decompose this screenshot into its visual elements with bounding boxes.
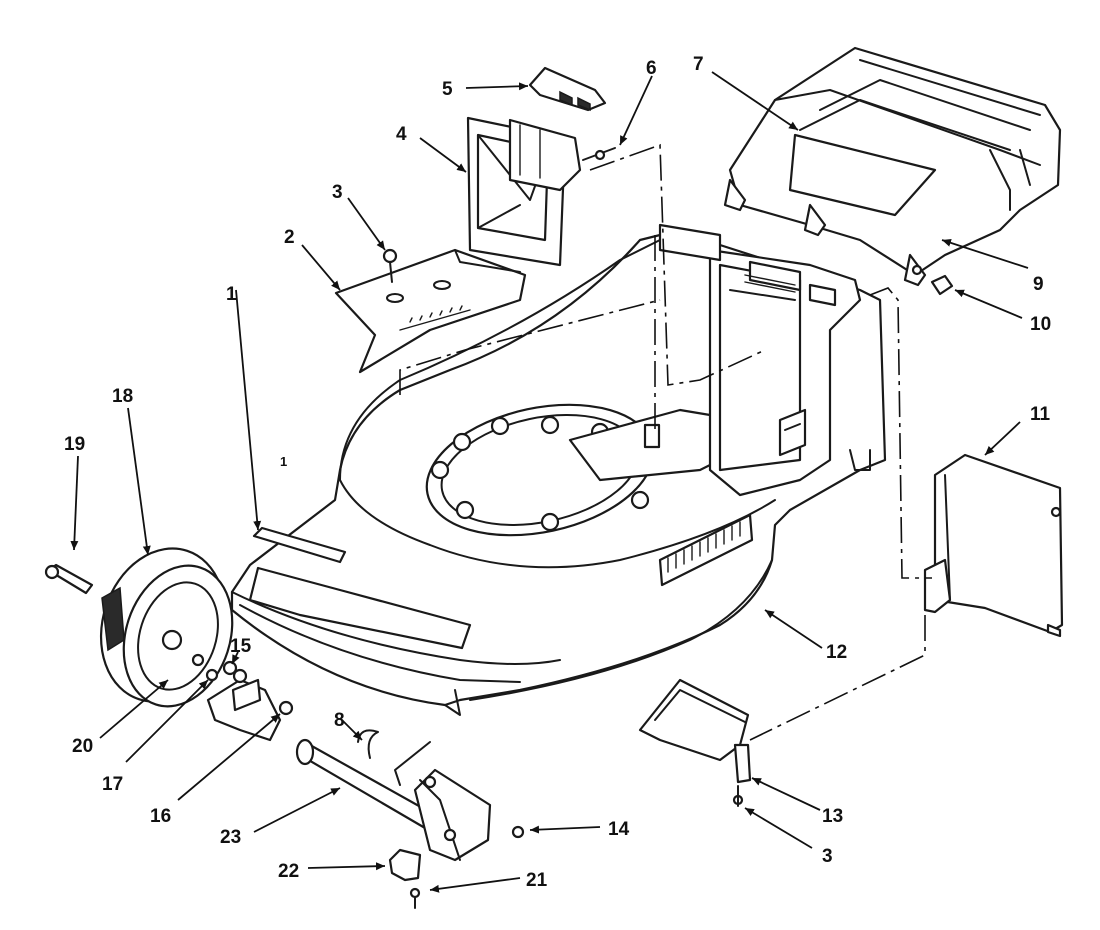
hook-rod: [394, 741, 431, 786]
callout-13: 13: [822, 806, 843, 827]
part-14-nut: [511, 825, 525, 839]
callout-15: 15: [230, 636, 252, 657]
callout-leaders: [70, 71, 1029, 893]
part-15-spacer: [222, 660, 248, 684]
callout-7: 7: [693, 54, 704, 75]
part-3-screw-bottom: [732, 785, 744, 807]
mounting-bosses: [430, 415, 650, 532]
part-19-bolt: [44, 563, 94, 595]
part-22-latch: [388, 848, 422, 882]
callout-8: 8: [334, 710, 345, 731]
callout-19: 19: [64, 434, 85, 455]
callout-14: 14: [608, 819, 630, 840]
callout-4: 4: [396, 124, 407, 145]
callout-17: 17: [102, 774, 123, 795]
callout-18: 18: [112, 386, 133, 407]
side-vents: [658, 513, 754, 587]
callout-12: 12: [826, 642, 847, 663]
part-11-side-guard: [923, 453, 1064, 638]
callout-5: 5: [442, 79, 453, 100]
axle-assembly: [206, 678, 525, 909]
part-18-wheel: [99, 547, 234, 708]
part-7-rear-flap: [723, 46, 1062, 287]
callout-11: 11: [1030, 404, 1051, 425]
assembly-centerlines: [399, 143, 932, 741]
rear-discharge-housing: [658, 223, 871, 497]
callout-10: 10: [1030, 314, 1051, 335]
part-5-clip: [528, 66, 607, 112]
part-6-pin: [582, 147, 616, 161]
callout-23: 23: [220, 827, 241, 848]
callout-9: 9: [1033, 274, 1044, 295]
callout-labels: 1 2 3 4 5 6 7 9 10 11 12 13 3 14 21 22 2…: [64, 54, 1051, 891]
part-16-nut: [278, 700, 294, 716]
part-3-screw-top: [382, 248, 398, 283]
callout-3-bottom: 3: [822, 846, 833, 867]
callout-1: 1: [226, 284, 237, 305]
callout-22: 22: [278, 861, 299, 882]
callout-3-top: 3: [332, 182, 343, 203]
callout-20: 20: [72, 736, 93, 757]
callout-16: 16: [150, 806, 171, 827]
part-4-chute-frame: [466, 116, 582, 267]
part-13-bracket: [638, 678, 752, 784]
callout-2: 2: [284, 227, 295, 248]
part-8-clip: [357, 729, 379, 759]
part-10-nut: [930, 274, 954, 296]
part-2-plate: [334, 248, 527, 374]
part-23-axle: [298, 743, 437, 830]
part-17-washer: [205, 668, 219, 682]
callout-1-small: 1: [280, 454, 287, 469]
callout-6: 6: [646, 58, 657, 79]
callout-21: 21: [526, 870, 548, 891]
